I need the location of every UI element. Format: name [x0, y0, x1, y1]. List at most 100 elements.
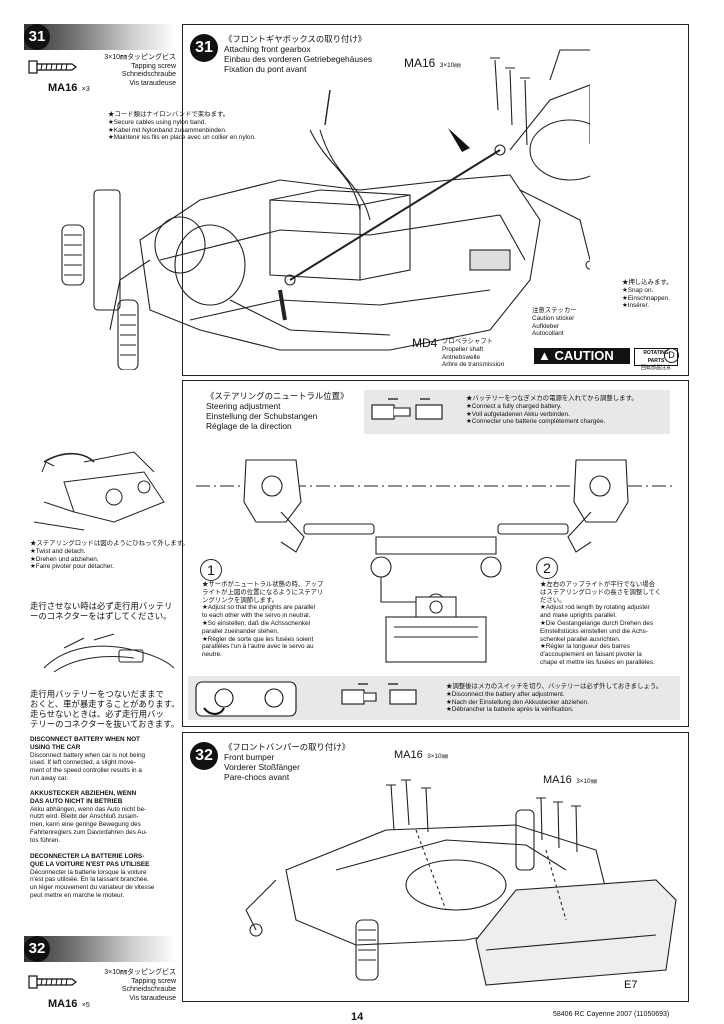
step-32-screw-spec: 3×10㎜タッピングビス Tapping screw Schneidschrau…: [90, 969, 176, 1003]
disconnect-warning-en: DISCONNECT BATTERY WHEN NOT USING THE CA…: [30, 736, 178, 783]
note-line: はステアリングロッドの長さを調整してく: [540, 588, 662, 596]
twist-detach-note: ★ステアリングロッドは図のようにひねって外します。 ★Twist and det…: [30, 540, 189, 571]
screw-jp-label: 3×10㎜タッピングビス: [104, 54, 176, 61]
note-line: ★Faire pivoter pour détacher.: [30, 563, 114, 571]
note-line: ★So einstellen, daß die Achsschenkel: [202, 619, 311, 627]
note-line: ーのコネクターをはずしてください。: [30, 611, 172, 621]
step-31-screw-code: MA16 ×3: [48, 78, 90, 96]
note-line: ★Adjust rod length by rotating adjuster: [540, 604, 650, 612]
warning-title: AKKUSTECKER ABZIEHEN, WENN: [30, 790, 137, 797]
note-line: and make uprights parallel.: [540, 612, 617, 620]
battery-connect-note: ★バッテリーをつなぎメカの電源を入れてから調整します。 ★Connect a f…: [466, 395, 638, 426]
note-line: ★Débrancher la batterie après la vérific…: [446, 706, 574, 714]
propeller-shaft-note: プロペラシャフト Propeller shaft Antriebswelle A…: [442, 338, 504, 369]
note-line: 走らせないときは、必ず走行用バッ: [30, 709, 164, 719]
note-line: テリーのコネクターを抜いておきます。: [30, 719, 180, 729]
warning-text: run away car.: [30, 774, 69, 782]
title-jp: 《ステアリングのニュートラル位置》: [206, 391, 349, 401]
note-line: ★Connecter une batterie complètement cha…: [466, 418, 606, 426]
title-fr: Fixation du pont avant: [224, 64, 307, 74]
note-line: ★押し込みます。: [622, 279, 673, 286]
tapping-screw-icon: [28, 975, 77, 989]
warning-text: ment of the speed controller results in …: [30, 767, 142, 775]
rotating-jp: 回転部品注意: [640, 365, 671, 371]
note-line: ★Secure cables using nylon band.: [108, 118, 207, 126]
rotating-en: ROTATING PARTS: [643, 350, 669, 364]
note-line: ★Insérer.: [622, 302, 650, 310]
note-line: Autocollant: [532, 330, 564, 338]
sidebar-step-32-header: 32: [24, 936, 176, 962]
battery-connector-icon: [371, 398, 443, 420]
part-bag-d-icon: D: [664, 348, 679, 363]
warning-text: Disconnect battery when car is not being: [30, 751, 146, 759]
screw-en-label: Tapping screw: [131, 62, 176, 70]
step-31-title: 《フロントギヤボックスの取り付け》 Attaching front gearbo…: [224, 34, 372, 74]
note-line: Einstellstücks einstellen und die Achs-: [540, 627, 648, 635]
note-line: neutre.: [202, 651, 222, 659]
screw-code: MA16: [48, 82, 78, 94]
step-31-screw-spec: 3×10㎜タッピングビス Tapping screw Schneidschrau…: [90, 54, 176, 88]
note-line: ★Die Gestangelange durch Drehen des: [540, 619, 654, 627]
note-line: Propeller shaft: [442, 345, 484, 353]
title-jp: 《フロントギヤボックスの取り付け》: [224, 34, 367, 44]
title-de: Einbau des vorderen Getriebegehäuses: [224, 54, 373, 64]
caution-text: CAUTION: [554, 348, 614, 363]
disconnect-warning-fr: DECONNECTER LA BATTERIE LORS- QUE LA VOI…: [30, 853, 178, 900]
tapping-screw-icon: [28, 60, 77, 74]
step-31-panel: [182, 24, 689, 376]
warning-text: used. If left connected, a slight move-: [30, 759, 136, 767]
screw-size: 3×10㎜: [427, 753, 448, 760]
ma16-callout: MA16 3×10㎜: [404, 54, 461, 72]
note-line: Aufkleber: [532, 322, 559, 330]
screw-de-label: Schneidschraube: [121, 71, 176, 79]
step-31-badge: 31: [24, 24, 50, 50]
battery-warning-jp: 走行させない時は必ず走行用バッテリ ーのコネクターをはずしてください。: [30, 601, 172, 621]
warning-title: QUE LA VOITURE N'EST PAS UTILISEE: [30, 860, 150, 868]
warning-text: men, kann eine geringe Bewegung des: [30, 821, 141, 829]
ma16-callout-left: MA16 3×10㎜: [394, 745, 448, 763]
note-line: d'accouplement en faisant pivoter la: [540, 651, 642, 659]
screw-fr-label: Vis taraudeuse: [129, 994, 176, 1002]
note-line: プロペラシャフト: [442, 338, 493, 345]
step-32-panel: [182, 732, 689, 1002]
screw-code: MA16: [543, 774, 572, 786]
transmitter-switch-icon: [195, 681, 297, 717]
hand-unplug-illustration: [43, 633, 175, 673]
neutral-note: ★サーボがニュートラル状態の時、アップ ライトが上図の位置になるようにステアリ …: [202, 581, 323, 659]
caution-sticker: ▲ CAUTION: [534, 348, 630, 364]
battery-connect-band: [364, 390, 670, 434]
step-32-badge: 32: [24, 936, 50, 962]
note-line: ★Adjust so that the uprights are paralle…: [202, 604, 316, 612]
note-line: ★調整後はメカのスイッチを切り、バッテリーは必ず外しておきましょう。: [446, 683, 663, 690]
screw-jp-label: 3×10㎜タッピングビス: [104, 969, 176, 976]
warning-text: nutzt wird. Bleibt der Anschluß zusam-: [30, 813, 139, 821]
note-line: Arbre de transmission: [442, 361, 505, 369]
title-en: Attaching front gearbox: [224, 44, 311, 54]
title-de: Vorderer Stoßfänger: [224, 762, 300, 772]
note-line: to each other with the servo in neutral.: [202, 612, 311, 620]
screw-qty: ×5: [81, 1002, 90, 1009]
note-line: Caution sticker: [532, 314, 575, 322]
document-code: 58406 RC Cayenne 2007 (11050693): [553, 1011, 670, 1018]
note-line: ★Régler la longueur des barres: [540, 643, 630, 651]
note-line: ★Nach der Einstellung den Akkustecker ab…: [446, 698, 589, 706]
battery-disconnect-icon: [341, 683, 417, 705]
note-line: ★Maintenir les fils en place avec un col…: [108, 134, 256, 142]
runaway-warning-jp: 走行用バッテリーをつないだままで おくと、車が暴走することがあります。 走らせな…: [30, 689, 180, 729]
note-line: ★Disconnect the battery after adjustment…: [446, 690, 565, 698]
note-line: ライトが上図の位置になるようにステアリ: [202, 588, 324, 596]
note-line: ★Régler de sorte que les fusées soient: [202, 635, 314, 643]
screw-size: 3×10㎜: [439, 62, 461, 69]
warning-title: USING THE CAR: [30, 743, 81, 751]
note-line: chape et mettre les fusées en parallèles…: [540, 658, 655, 666]
steering-linkage-illustration: [196, 459, 676, 663]
snap-note: ★押し込みます。 ★Snap on. ★Einschnappen. ★Insér…: [622, 279, 673, 310]
screw-qty: ×3: [81, 86, 90, 93]
disconnect-after-note: ★調整後はメカのスイッチを切り、バッテリーは必ず外しておきましょう。 ★Disc…: [446, 683, 662, 714]
note-line: ★Snap on.: [622, 286, 654, 294]
screw-code: MA16: [394, 749, 423, 761]
warning-text: peut mettre en marche le moteur.: [30, 891, 125, 899]
note-line: 走行させない時は必ず走行用バッテリ: [30, 601, 173, 611]
chassis-assembly-illustration: [61, 49, 590, 370]
part-label-e7: E7: [624, 979, 638, 991]
